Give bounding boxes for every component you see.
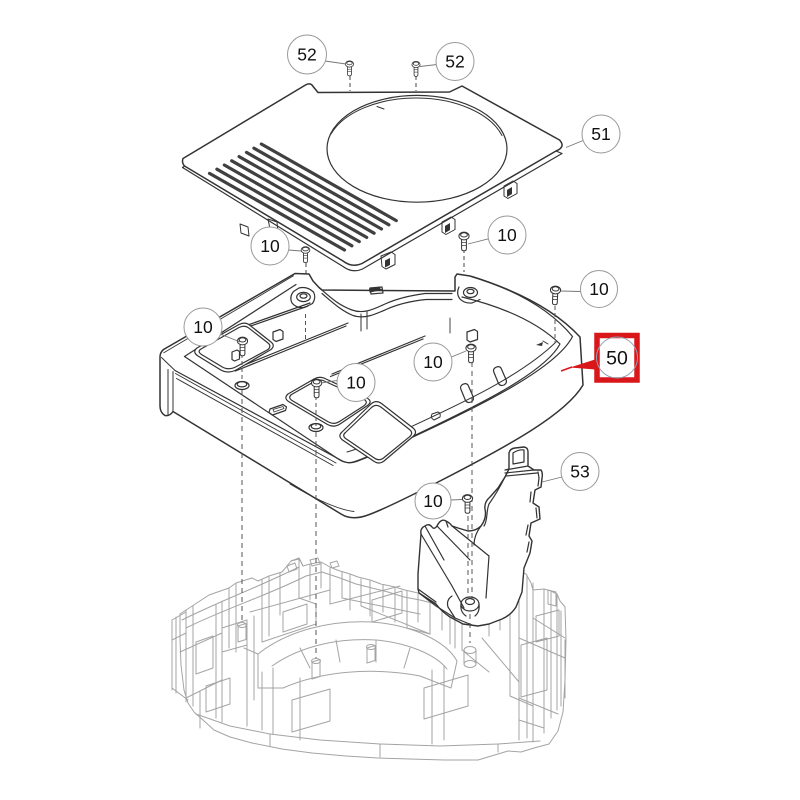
svg-text:52: 52 bbox=[297, 45, 316, 65]
svg-text:51: 51 bbox=[591, 124, 610, 144]
svg-text:10: 10 bbox=[193, 317, 213, 337]
svg-text:10: 10 bbox=[589, 279, 609, 299]
svg-text:10: 10 bbox=[423, 352, 443, 372]
svg-text:10: 10 bbox=[423, 491, 443, 511]
svg-text:10: 10 bbox=[346, 373, 366, 393]
svg-text:52: 52 bbox=[445, 52, 464, 72]
svg-text:53: 53 bbox=[570, 462, 589, 482]
svg-text:10: 10 bbox=[497, 225, 517, 245]
svg-text:50: 50 bbox=[606, 348, 628, 370]
svg-text:10: 10 bbox=[260, 236, 280, 256]
